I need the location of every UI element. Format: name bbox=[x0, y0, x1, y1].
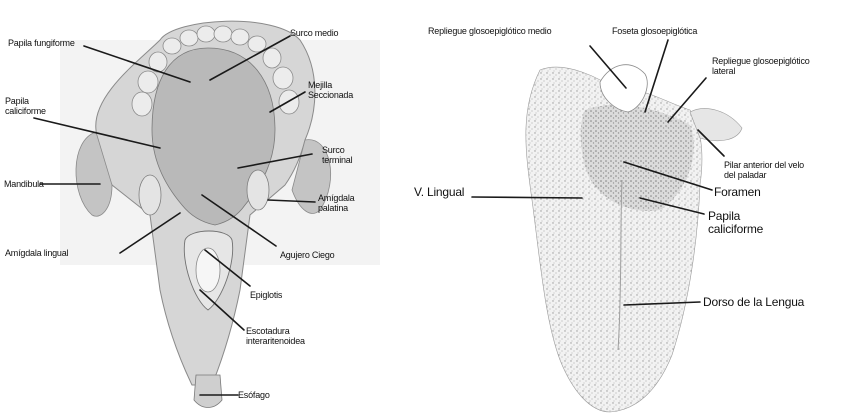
label-line-2: lateral bbox=[712, 66, 810, 76]
esophagus-shape bbox=[194, 375, 222, 408]
label-surco-medio: Surco medio bbox=[290, 28, 338, 38]
label-line-1: Escotadura bbox=[246, 326, 305, 336]
label-papila-caliciforme-left: Papila caliciforme bbox=[5, 96, 46, 116]
label-epiglotis: Epiglotis bbox=[250, 290, 282, 300]
label-mejilla-seccionada: Mejilla Seccionada bbox=[308, 80, 353, 100]
label-agujero-ciego: Agujero Ciego bbox=[280, 250, 334, 260]
label-line-2: del paladar bbox=[724, 170, 804, 180]
label-line-1: Amígdala bbox=[318, 193, 354, 203]
right-tongue-illustration bbox=[526, 65, 742, 412]
label-escotadura-interaritenoidea: Escotadura interaritenoidea bbox=[246, 326, 305, 346]
label-v-lingual: V. Lingual bbox=[414, 186, 464, 199]
label-esofago: Esófago bbox=[238, 390, 270, 400]
label-amigdala-lingual: Amígdala lingual bbox=[5, 248, 68, 258]
label-line-1: Mejilla bbox=[308, 80, 353, 90]
label-papila-caliciforme-right: Papila caliciforme bbox=[708, 210, 763, 236]
label-line-2: interaritenoidea bbox=[246, 336, 305, 346]
label-line-2: terminal bbox=[322, 155, 352, 165]
label-repliegue-medio: Repliegue glosoepiglótico medio bbox=[428, 26, 551, 36]
label-line-2: caliciforme bbox=[708, 223, 763, 236]
label-line-2: Seccionada bbox=[308, 90, 353, 100]
label-papila-fungiforme: Papila fungiforme bbox=[8, 38, 75, 48]
label-line-1: Pilar anterior del velo bbox=[724, 160, 804, 170]
label-line-2: palatina bbox=[318, 203, 354, 213]
label-line-1: Papila bbox=[5, 96, 46, 106]
label-amigdala-palatina: Amígdala palatina bbox=[318, 193, 354, 213]
label-line-2: caliciforme bbox=[5, 106, 46, 116]
left-tongue-illustration bbox=[76, 21, 331, 407]
label-foramen: Foramen bbox=[714, 186, 761, 199]
larynx-inlet bbox=[196, 248, 220, 292]
label-mandibula: Mandibula bbox=[4, 179, 44, 189]
label-line-1: Surco bbox=[322, 145, 352, 155]
label-dorso-lengua: Dorso de la Lengua bbox=[703, 296, 804, 309]
tonsil-right bbox=[247, 170, 269, 210]
label-line-1: Repliegue glosoepiglótico bbox=[712, 56, 810, 66]
label-foseta-glosoepiglotica: Foseta glosoepiglótica bbox=[612, 26, 697, 36]
label-repliegue-lateral: Repliegue glosoepiglótico lateral bbox=[712, 56, 810, 76]
label-pilar-anterior: Pilar anterior del velo del paladar bbox=[724, 160, 804, 180]
label-surco-terminal: Surco terminal bbox=[322, 145, 352, 165]
tonsil-left bbox=[139, 175, 161, 215]
